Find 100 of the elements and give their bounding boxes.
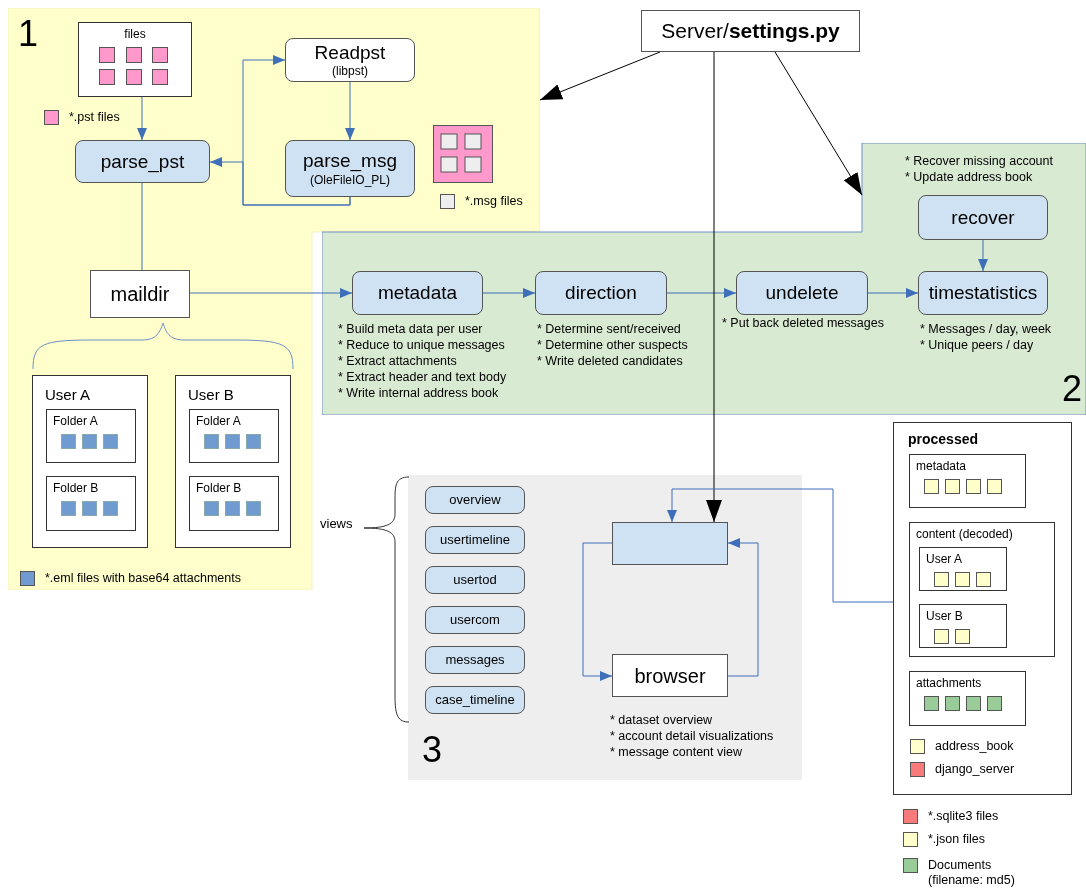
- user-box: [32, 375, 148, 548]
- box-title: usertod: [453, 571, 497, 589]
- legend-text: address_book: [935, 739, 1014, 754]
- legend-text: *.pst files: [69, 110, 120, 125]
- bullet-note: * Write deleted candidates: [537, 353, 683, 369]
- stage-number: 2: [1061, 371, 1082, 407]
- user-box: [175, 375, 291, 548]
- view-box: [425, 486, 525, 514]
- bullet-note: * Extract attachments: [338, 353, 457, 369]
- box-title: files: [123, 26, 147, 43]
- box-title: maildir: [110, 282, 170, 307]
- bullet-note: * account detail visualizations: [610, 728, 774, 744]
- folder-box: [919, 604, 1007, 648]
- brace-label: views: [320, 515, 353, 533]
- process-box: [918, 271, 1048, 315]
- legend-text: *.sqlite3 files: [928, 809, 999, 824]
- process-box: [285, 38, 415, 82]
- stage-panel: [408, 475, 802, 780]
- box-title: direction: [565, 281, 637, 305]
- box-title: User A: [44, 385, 91, 405]
- box-title: User A: [925, 551, 963, 568]
- box-title: messages: [445, 651, 505, 669]
- arrow: [582, 542, 613, 681]
- folder-box: [46, 476, 136, 531]
- box-title: Folder A: [195, 413, 242, 430]
- bullet-note: * Messages / day, week: [920, 321, 1052, 337]
- bullet-note: * Update address book: [905, 169, 1033, 185]
- bullet-note: * Recover missing account: [905, 153, 1053, 169]
- bullet-note: * Determine sent/received: [537, 321, 681, 337]
- bullet-note: * Extract header and text body: [338, 369, 507, 385]
- process-box: [285, 140, 415, 197]
- process-box: [352, 271, 483, 315]
- legend-text: Documents (filename: md5): [928, 858, 1016, 888]
- box-title: Folder B: [195, 480, 243, 497]
- box-title: User B: [925, 608, 964, 625]
- box-title: metadata: [377, 281, 458, 305]
- view-box: [425, 686, 525, 714]
- bullet-note: * Reduce to unique messages: [338, 337, 505, 353]
- legend-text: *.eml files with base64 attachments: [45, 571, 241, 586]
- box-title: User B: [187, 385, 235, 405]
- bullet-note: * message content view: [610, 744, 742, 760]
- box-title: metadata: [915, 458, 968, 475]
- arrow: [774, 51, 863, 196]
- view-box: [425, 566, 525, 594]
- legend-text: *.msg files: [465, 194, 523, 209]
- folder-box: [919, 547, 1007, 591]
- bullet-note: * Build meta data per user: [338, 321, 483, 337]
- box-subtitle: (OleFileIO_PL): [310, 172, 390, 188]
- box-title: usertimeline: [439, 531, 511, 549]
- process-box: [535, 271, 667, 315]
- bullet-note: * Write internal address book: [338, 385, 499, 401]
- folder-box: [189, 476, 279, 531]
- folder-box: [909, 454, 1026, 508]
- box-title: content (decoded): [915, 526, 1014, 543]
- legend-text: django_server: [935, 762, 1015, 777]
- folder-box: [909, 671, 1026, 726]
- view-box: [425, 526, 525, 554]
- process-box: [736, 271, 868, 315]
- box-subtitle: (libpst): [332, 64, 368, 80]
- box-title: timestatistics: [928, 281, 1038, 305]
- box-title: recover: [951, 205, 1015, 230]
- arrow: [666, 288, 737, 298]
- box-title: processed: [907, 430, 980, 449]
- bullet-note: * Put back deleted messages: [722, 315, 884, 331]
- settings-box: [641, 10, 860, 52]
- process-box: [918, 195, 1048, 240]
- bullet-note: * dataset overview: [610, 712, 713, 728]
- arrow: [209, 157, 351, 206]
- box-title: parse_msg: [303, 149, 397, 173]
- box-title: parse_pst: [100, 149, 185, 174]
- box-title: Folder B: [52, 480, 100, 497]
- box-title: overview: [449, 491, 501, 509]
- arrow: [727, 538, 759, 677]
- arrow: [137, 96, 147, 141]
- folder-box: [909, 522, 1055, 657]
- folder-box: [78, 22, 192, 97]
- bullet-note: * Unique peers / day: [920, 337, 1034, 353]
- box-title: browser: [634, 663, 706, 689]
- box-title: Readpst: [314, 40, 386, 65]
- arrow: [667, 488, 894, 603]
- box-title: usercom: [450, 611, 500, 629]
- arrow: [189, 288, 353, 298]
- folder-box: [893, 422, 1072, 795]
- arrow: [978, 239, 988, 272]
- view-box: [425, 606, 525, 634]
- arrow: [482, 288, 536, 298]
- process-box: [612, 654, 728, 697]
- stage-number: 1: [18, 16, 39, 52]
- arrow: [539, 51, 661, 101]
- box-title: undelete: [765, 281, 839, 305]
- arrow: [867, 288, 919, 298]
- process-box: [90, 270, 190, 318]
- box-title: attachments: [915, 675, 983, 692]
- box-title: case_timeline: [435, 691, 515, 709]
- folder-box: [189, 409, 279, 463]
- server-box: [612, 522, 728, 565]
- view-box: [425, 646, 525, 674]
- folder-box: [46, 409, 136, 463]
- bullet-note: * Determine other suspects: [537, 337, 688, 353]
- arrow: [345, 81, 355, 141]
